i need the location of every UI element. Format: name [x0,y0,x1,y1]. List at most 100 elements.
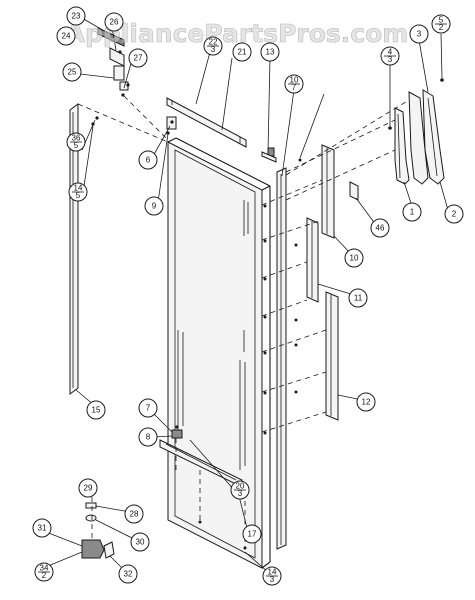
handle-trim-3 [408,91,429,185]
callout-number: 26 [110,18,119,27]
callout-1: 1 [402,202,422,222]
callout-10: 10 [344,248,364,268]
shelf-channel-lower [325,291,339,421]
callout-number: 11 [354,294,363,303]
callout-circle [66,6,86,26]
callout-8: 8 [138,427,158,447]
callout-quantity: 3 [388,55,393,64]
callout-6: 6 [138,150,158,170]
callout-number: 12 [362,398,371,407]
callout-34: 342 [34,562,54,582]
callout-28: 28 [124,504,144,524]
callout-11: 11 [348,288,368,308]
callout-circle [370,218,390,238]
callout-number: 22 [209,38,218,47]
callout-circle [260,42,280,62]
callout-24: 24 [56,26,76,46]
top-door-trim [166,97,247,148]
callout-number: 31 [38,524,47,533]
callout-number: 27 [134,54,143,63]
small-plate-46 [349,181,359,201]
assembly-lines [175,99,410,548]
callout-13: 13 [260,42,280,62]
door-gasket-left [69,103,169,395]
callout-27: 27 [128,48,148,68]
callout-circle [62,62,82,82]
callout-26: 26 [104,12,124,32]
callout-number: 7 [146,404,151,413]
lower-hinge-bracket [171,425,183,439]
callout-30: 30 [130,532,150,552]
callout-7: 7 [138,398,158,418]
callout-2: 2 [444,204,464,224]
callout-22: 223 [203,36,223,56]
callout-number: 25 [68,68,77,77]
callout-number: 2 [452,210,457,219]
callout-number: 5 [439,16,444,25]
callout-46: 46 [370,218,390,238]
callout-12: 12 [356,392,376,412]
callout-quantity: 5 [76,191,81,200]
callout-circle [242,524,262,544]
watermark-text: AppliancePartsPros.com [66,19,409,48]
shelf-channel-middle [306,217,319,303]
callout-25: 25 [62,62,82,82]
callout-number: 36 [72,134,81,143]
callout-circle [118,564,138,584]
callout-14a: 145 [68,182,88,202]
top-hinge-assembly [97,27,169,141]
callout-circle [344,248,364,268]
callout-number: 6 [146,156,151,165]
callout-number: 10 [290,76,299,85]
callout-4: 43 [380,46,400,66]
handle-trim-1 [394,107,410,185]
callout-circle [78,478,98,498]
callout-circle [128,48,148,68]
callout-number: 1 [410,208,415,217]
callout-circle [104,12,124,32]
callout-circle [444,204,464,224]
callout-quantity: 3 [211,45,216,54]
callout-circle [124,504,144,524]
callout-21: 21 [232,42,252,62]
callout-circle [356,392,376,412]
callout-36: 365 [66,132,86,152]
callout-quantity: 3 [238,489,243,498]
callout-quantity: 2 [439,23,444,32]
shelf-channel-upper [321,144,335,239]
callout-number: 9 [152,202,157,211]
callout-number: 29 [84,484,93,493]
callout-15: 15 [86,400,106,420]
callout-number: 46 [376,224,385,233]
callout-circle [130,532,150,552]
callout-number: 23 [72,12,81,21]
callout-number: 32 [124,570,133,579]
bottom-hinge-assembly [81,486,115,559]
callout-circle [56,26,76,46]
callout-circle [138,398,158,418]
callout-32: 32 [118,564,138,584]
callout-number: 14 [74,184,83,193]
callout-number: 13 [266,48,275,57]
callout-quantity: 5 [74,141,79,150]
callout-circle [138,427,158,447]
callout-9: 9 [144,196,164,216]
callout-23: 23 [66,6,86,26]
callout-circle [32,518,52,538]
callout-10a: 107 [284,74,304,94]
callout-20: 203 [230,480,250,500]
callout-number: 8 [146,433,151,442]
callout-31: 31 [32,518,52,538]
callout-number: 28 [130,510,139,519]
callout-number: 4 [388,48,393,57]
callout-number: 24 [62,32,71,41]
callout-quantity: 3 [270,575,275,584]
door-panel [167,137,271,569]
callout-number: 30 [136,538,145,547]
callout-number: 15 [92,406,101,415]
callout-circle [138,150,158,170]
callout-circle [144,196,164,216]
callout-circle [86,400,106,420]
